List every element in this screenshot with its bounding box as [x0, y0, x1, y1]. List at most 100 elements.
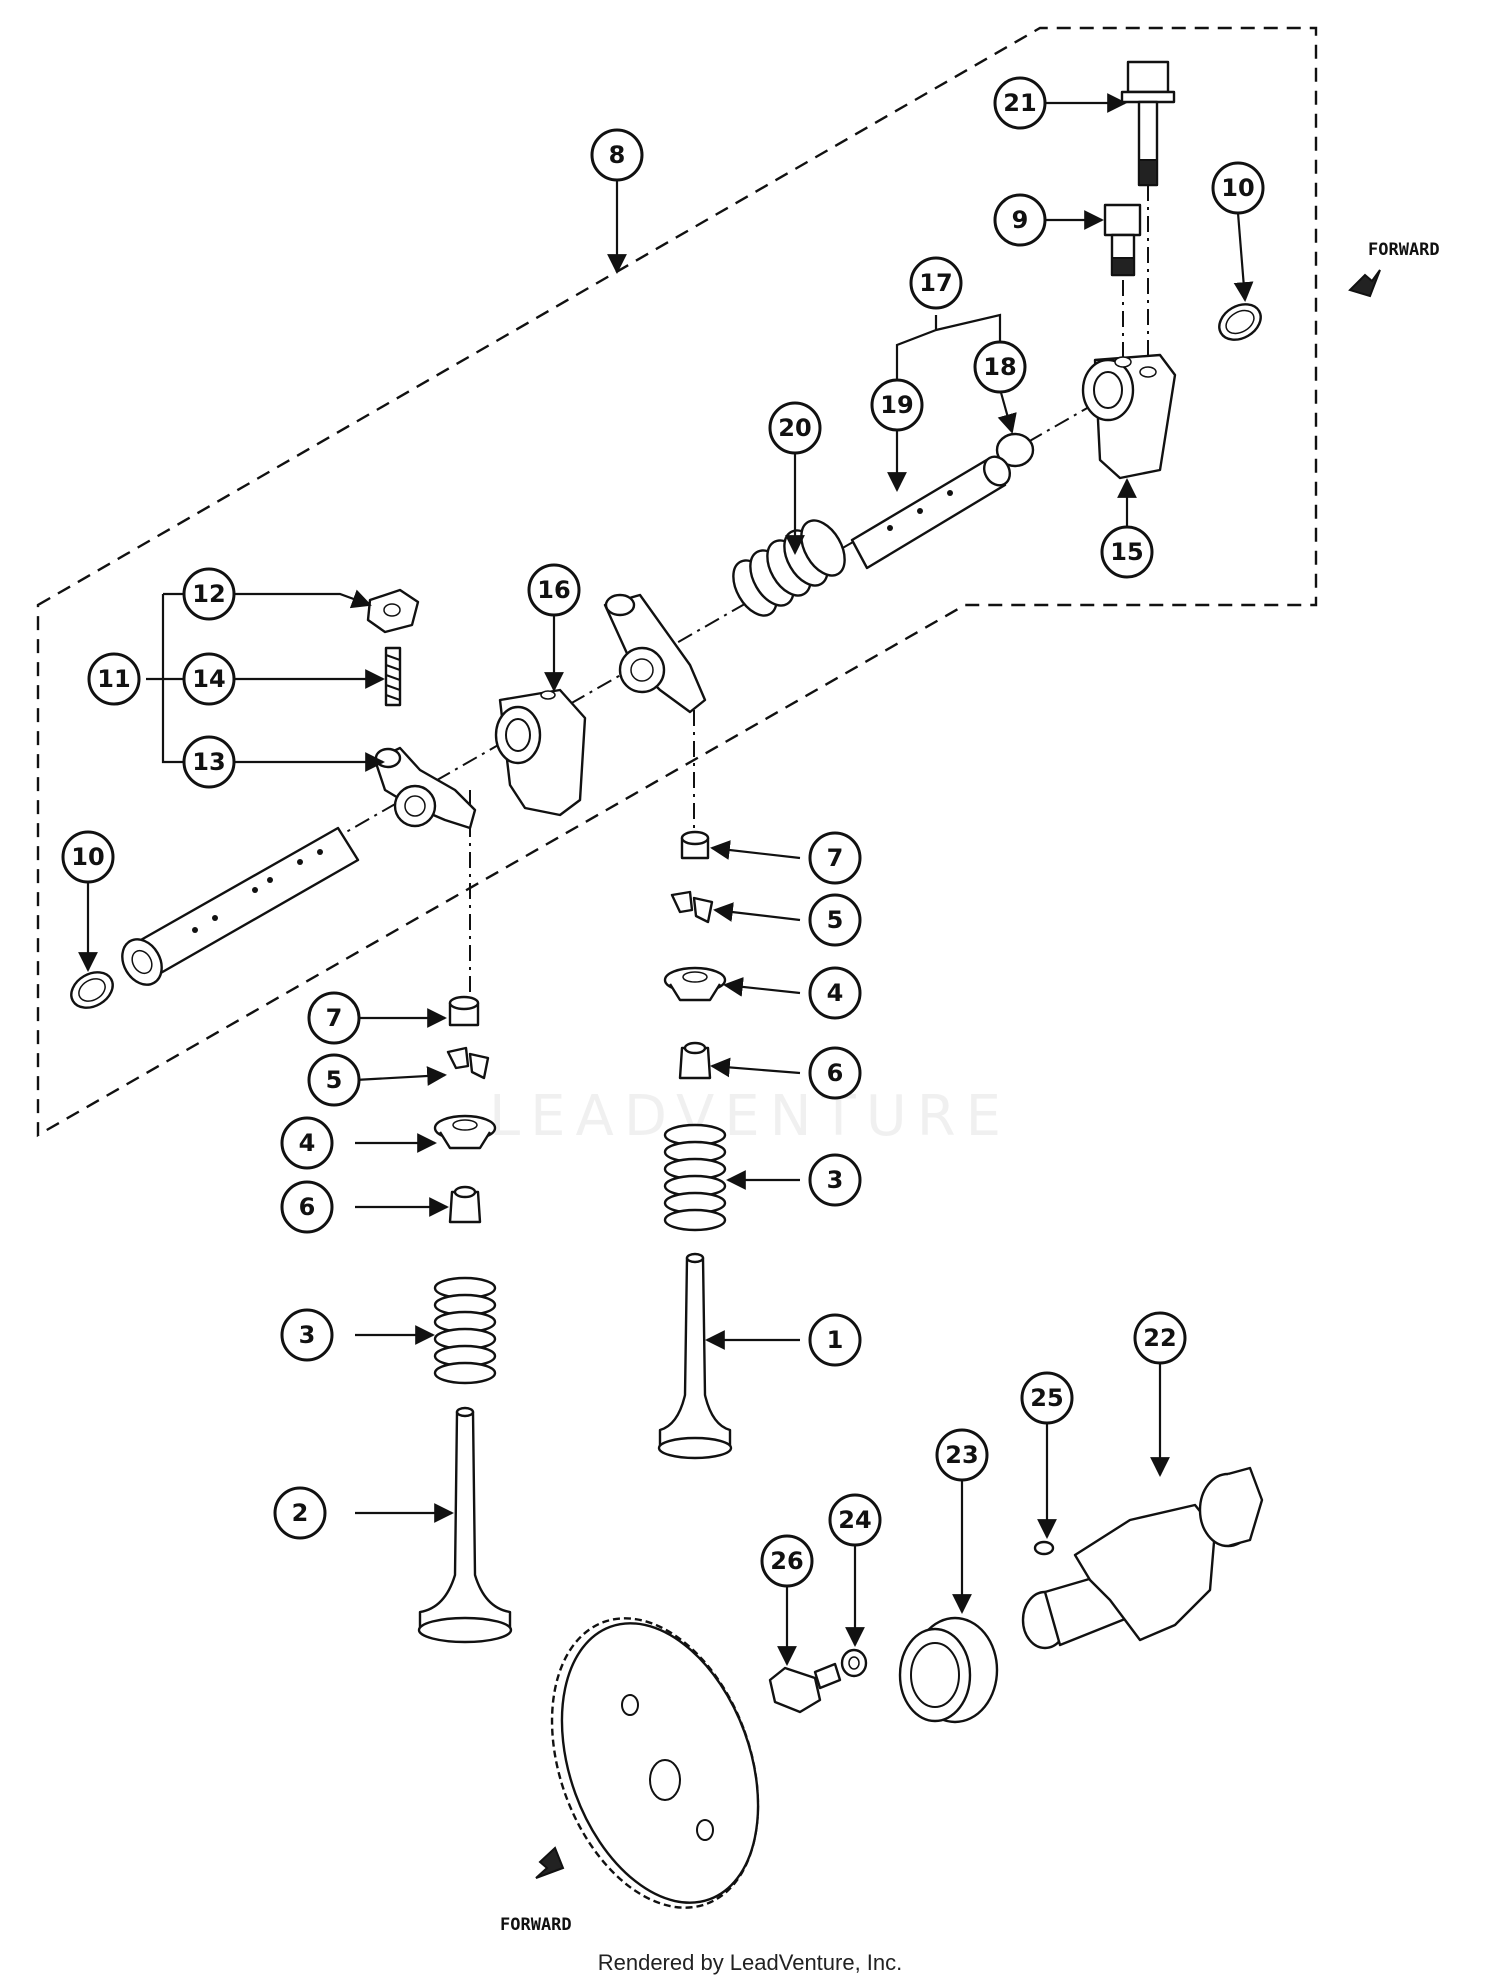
- part-rocker-shaft-lower: [121, 826, 360, 986]
- svg-text:9: 9: [1012, 206, 1029, 234]
- callout-14: 14: [182, 652, 236, 706]
- forward-arrow-bottom: FORWARD: [500, 1846, 572, 1935]
- part-1-valve: [657, 1252, 733, 1460]
- part-5-valve-keeper-left: [446, 1046, 490, 1080]
- callout-3-right: 3: [808, 1153, 862, 1207]
- part-18-plug: [995, 432, 1035, 468]
- svg-text:6: 6: [827, 1059, 844, 1087]
- leader-lines: [78, 93, 1254, 1666]
- svg-text:23: 23: [945, 1441, 978, 1469]
- callout-1: 1: [808, 1313, 862, 1367]
- part-9-short-bolt: [1103, 203, 1142, 277]
- svg-text:11: 11: [97, 665, 130, 693]
- svg-text:19: 19: [880, 391, 913, 419]
- callout-4-left: 4: [280, 1116, 334, 1170]
- callout-9: 9: [993, 193, 1047, 247]
- svg-text:25: 25: [1030, 1384, 1063, 1412]
- forward-label-top: FORWARD: [1368, 240, 1440, 260]
- svg-text:5: 5: [827, 906, 844, 934]
- part-24-washer: [840, 1648, 868, 1678]
- part-23-bearing: [898, 1616, 999, 1724]
- callout-19: 19: [870, 378, 924, 432]
- callout-3-left: 3: [280, 1308, 334, 1362]
- svg-text:10: 10: [71, 843, 104, 871]
- svg-text:5: 5: [326, 1066, 343, 1094]
- callout-12: 12: [182, 567, 236, 621]
- part-13-rocker-arm-left: [373, 746, 477, 830]
- part-4-spring-retainer-left: [433, 1114, 497, 1150]
- svg-text:7: 7: [326, 1004, 343, 1032]
- callout-5-left: 5: [307, 1053, 361, 1107]
- part-14-adjusting-screw: [384, 646, 402, 707]
- svg-text:2: 2: [292, 1499, 309, 1527]
- svg-text:24: 24: [838, 1506, 871, 1534]
- callout-7-right: 7: [808, 831, 862, 885]
- part-19-rocker-shaft-upper: [850, 455, 1012, 570]
- callout-15: 15: [1100, 525, 1154, 579]
- callout-26: 26: [760, 1534, 814, 1588]
- svg-text:4: 4: [827, 979, 844, 1007]
- callout-22: 22: [1133, 1311, 1187, 1365]
- part-3-valve-spring-left: [433, 1276, 497, 1385]
- part-26-bolt: [768, 1662, 842, 1714]
- part-2-valve: [417, 1406, 513, 1644]
- svg-text:10: 10: [1221, 174, 1254, 202]
- part-16-rocker-support: [494, 688, 587, 817]
- part-15-rocker-support: [1081, 353, 1177, 480]
- part-10-snap-ring-left: [70, 971, 114, 1009]
- callout-25: 25: [1020, 1371, 1074, 1425]
- callout-2: 2: [273, 1486, 327, 1540]
- svg-text:16: 16: [537, 576, 570, 604]
- part-12-nut: [366, 588, 420, 634]
- part-rocker-arm-right: [603, 593, 707, 714]
- callout-13: 13: [182, 735, 236, 789]
- svg-text:17: 17: [919, 269, 952, 297]
- callout-11: 11: [87, 652, 141, 706]
- svg-text:26: 26: [770, 1547, 803, 1575]
- forward-arrow-top: FORWARD: [1348, 240, 1440, 298]
- svg-text:1: 1: [827, 1326, 844, 1354]
- forward-label-bottom: FORWARD: [500, 1915, 572, 1935]
- svg-text:12: 12: [192, 580, 225, 608]
- svg-text:6: 6: [299, 1193, 316, 1221]
- svg-text:14: 14: [192, 665, 225, 693]
- callout-18: 18: [973, 340, 1027, 394]
- callout-24: 24: [828, 1493, 882, 1547]
- callout-6-right: 6: [808, 1046, 862, 1100]
- svg-text:21: 21: [1003, 89, 1036, 117]
- part-25-woodruff-key: [1033, 1540, 1055, 1556]
- svg-text:18: 18: [983, 353, 1016, 381]
- svg-text:8: 8: [609, 141, 626, 169]
- part-6-stem-seal-right: [678, 1041, 712, 1080]
- part-20-spring: [732, 519, 846, 617]
- callout-6-left: 6: [280, 1180, 334, 1234]
- render-credit: Rendered by LeadVenture, Inc.: [597, 1950, 903, 1975]
- part-6-stem-seal-left: [448, 1185, 482, 1224]
- svg-text:3: 3: [827, 1166, 844, 1194]
- svg-text:22: 22: [1143, 1324, 1176, 1352]
- part-cam-gear: [550, 1617, 760, 1909]
- callout-17: 17: [909, 256, 963, 310]
- svg-text:7: 7: [827, 844, 844, 872]
- watermark-text: LEADVENTURE: [489, 1084, 1011, 1149]
- part-7-valve-cap-left: [448, 995, 480, 1027]
- part-7-valve-cap-right: [680, 830, 710, 860]
- part-4-spring-retainer-right: [663, 966, 727, 1002]
- part-3-valve-spring-right: [663, 1123, 727, 1232]
- rocker-assembly-boundary: [36, 26, 1318, 1138]
- part-21-long-bolt: [1120, 60, 1176, 187]
- callout-8: 8: [590, 128, 644, 182]
- callout-23: 23: [935, 1428, 989, 1482]
- callout-16: 16: [527, 563, 581, 617]
- svg-text:15: 15: [1110, 538, 1143, 566]
- callout-7-left: 7: [307, 991, 361, 1045]
- callout-5-right: 5: [808, 893, 862, 947]
- callout-4-right: 4: [808, 966, 862, 1020]
- callout-20: 20: [768, 401, 822, 455]
- svg-text:4: 4: [299, 1129, 316, 1157]
- svg-text:20: 20: [778, 414, 811, 442]
- svg-text:13: 13: [192, 748, 225, 776]
- part-22-camshaft: [1021, 1466, 1264, 1650]
- part-10-snap-ring-top: [1218, 303, 1262, 341]
